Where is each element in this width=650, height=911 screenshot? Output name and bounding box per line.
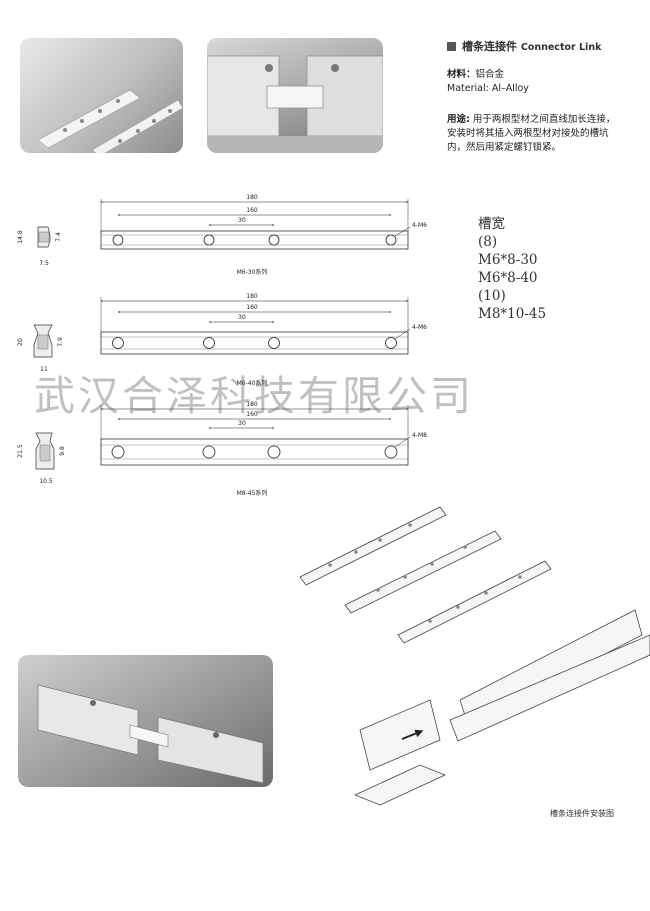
photo-assembled-profiles [18,655,273,787]
profile-slot: 9.8 [59,446,66,456]
profile-height: 21.5 [17,444,24,458]
specs-title: 槽宽 [478,216,505,232]
dim-inner: 30 [238,420,246,427]
photo-profile-joint [207,38,383,153]
material-block: 材料：铝合金 Material: Al–Alloy [447,68,529,96]
usage-line2: 安装时将其插入两根型材对接处的槽坑 [447,128,609,139]
spec-item: M8*10-45 [478,306,547,322]
company-watermark: 武汉合泽科技有限公司 [34,372,474,420]
install-caption: 槽条连接件安装图 [550,809,614,818]
profile-width: 7.5 [39,260,49,267]
dim-inner: 30 [238,314,246,321]
profile-height: 20 [17,338,24,346]
profile-slot: 7.4 [55,232,62,242]
usage-line3: 内，然后用紧定螺钉锁紧。 [447,142,562,153]
usage-line1: 用于两根型材之间直线加长连接， [472,114,616,125]
material-label: 材料： [447,69,476,80]
drawing-m8-45: 180 160 30 4-M8 21.5 9.8 10.5 M8-45系列 [17,401,427,497]
drawing-caption: M6-30系列 [237,268,268,276]
drawing-m6-40: 180 160 30 4-M6 20 7.9 11 M6-40系列 [17,293,427,387]
header-square-icon [447,42,456,51]
dim-total: 180 [246,293,258,300]
spec-item: M6*8-30 [478,252,538,268]
assembled-profiles-illustration [37,684,264,784]
installation-diagram [299,506,650,806]
profile-height: 14.8 [17,230,24,244]
drawing-caption: M6-40系列 [237,379,268,387]
material-en: Material: Al–Alloy [447,83,529,94]
dim-inner: 30 [238,217,246,224]
hole-callout: 4-M8 [412,432,427,439]
hole-callout: 4-M6 [412,324,427,331]
header-title-cn: 槽条连接件 [462,40,517,53]
hole-callout: 4-M6 [412,222,427,229]
page-header: 槽条连接件 Connector Link [447,38,601,54]
profile-width: 10.5 [39,478,53,485]
dim-mid: 160 [246,411,258,418]
usage-block: 用途: 用于两根型材之间直线加长连接， 安装时将其插入两根型材对接处的槽坑 内，… [447,113,647,155]
dim-mid: 160 [246,207,258,214]
dim-mid: 160 [246,304,258,311]
spec-item: (8) [478,234,498,250]
dim-total: 180 [246,194,258,201]
photo-connector-links [20,38,183,153]
dim-total: 180 [246,401,258,408]
usage-label: 用途: [447,114,470,125]
spec-item: M6*8-40 [478,270,538,286]
profile-joint-illustration [207,55,383,153]
profile-slot: 7.9 [57,337,64,347]
profile-width: 11 [40,366,48,373]
spec-item: (10) [478,288,506,304]
connector-bars-illustration [37,89,183,153]
drawing-m6-30: 180 160 30 4-M6 14.8 7.4 7.5 M6-30系列 [17,194,427,276]
slot-width-specs: 槽宽 (8) M6*8-30 M6*8-40 (10) M8*10-45 [478,215,546,323]
drawing-caption: M8-45系列 [237,489,268,497]
technical-drawings: 180 160 30 4-M6 14.8 7.4 7.5 M6-30系列 180… [17,194,427,497]
header-title-en: Connector Link [520,42,602,53]
material-value: 铝合金 [475,69,505,80]
